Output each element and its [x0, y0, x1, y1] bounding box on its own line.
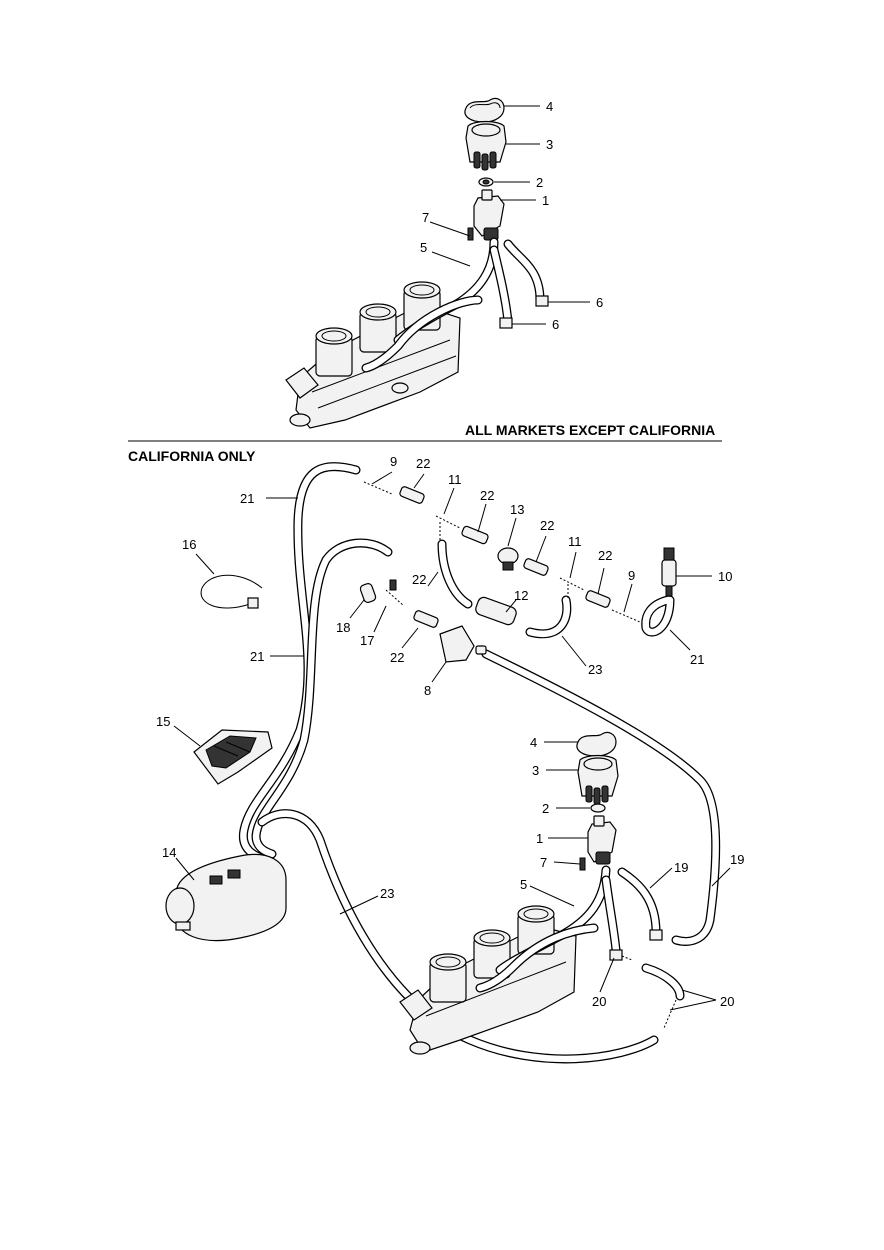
callout-2b: 2: [542, 801, 549, 816]
top-leaders: [429, 105, 590, 325]
callout-22b: 22: [480, 488, 494, 503]
callout-7b: 7: [540, 855, 547, 870]
top-throttle-body: [285, 281, 461, 429]
callout-5b: 5: [520, 877, 527, 892]
callout-21b: 21: [250, 649, 264, 664]
callout-3b: 3: [532, 763, 539, 778]
top-callout-4: 4: [546, 99, 553, 114]
callout-20b: 20: [720, 994, 734, 1009]
top-assembly: [285, 97, 590, 429]
callout-21c: 21: [690, 652, 704, 667]
top-valve-stack: [464, 97, 507, 241]
callout-23b: 23: [380, 886, 394, 901]
callout-9b: 9: [628, 568, 635, 583]
callout-10: 10: [718, 569, 732, 584]
callout-22f: 22: [390, 650, 404, 665]
bottom-filter-10: [661, 547, 677, 597]
callout-21a: 21: [240, 491, 254, 506]
callout-23a: 23: [588, 662, 602, 677]
top-callout-7: 7: [422, 210, 429, 225]
callout-22c: 22: [540, 518, 554, 533]
label-all-markets: ALL MARKETS EXCEPT CALIFORNIA: [465, 422, 716, 438]
callout-22a: 22: [416, 456, 430, 471]
bottom-tb-hoses: [475, 865, 685, 1029]
bottom-inline-fittings: [363, 481, 641, 623]
callout-19a: 19: [674, 860, 688, 875]
top-callout-6a: 6: [596, 295, 603, 310]
bottom-assembly: [165, 462, 731, 1064]
callout-9a: 9: [390, 454, 397, 469]
callout-15: 15: [156, 714, 170, 729]
bottom-canister-14: [165, 853, 287, 942]
top-callout-2: 2: [536, 175, 543, 190]
bottom-bracket-15: [193, 729, 273, 785]
bottom-throttle-body: [399, 905, 577, 1055]
callout-17: 17: [360, 633, 374, 648]
top-hoses: [361, 237, 549, 373]
callout-12: 12: [514, 588, 528, 603]
callout-1b: 1: [536, 831, 543, 846]
callout-11b: 11: [568, 534, 582, 549]
top-callout-6b: 6: [552, 317, 559, 332]
bottom-leaders: [173, 471, 731, 1011]
callout-4b: 4: [530, 735, 537, 750]
label-california-only: CALIFORNIA ONLY: [128, 448, 256, 464]
top-callout-5: 5: [420, 240, 427, 255]
callout-18: 18: [336, 620, 350, 635]
callout-20a: 20: [592, 994, 606, 1009]
top-callout-1: 1: [542, 193, 549, 208]
bottom-clamp-16: [200, 574, 263, 609]
bottom-canister-12: [475, 596, 517, 626]
bottom-valve-stack: [576, 731, 619, 871]
callout-22e: 22: [412, 572, 426, 587]
callout-16: 16: [182, 537, 196, 552]
callout-19b: 19: [730, 852, 744, 867]
bottom-valve-8: [439, 625, 487, 663]
callout-14: 14: [162, 845, 176, 860]
bottom-long-hoses: [238, 462, 721, 1064]
top-callout-3: 3: [546, 137, 553, 152]
callout-8: 8: [424, 683, 431, 698]
callout-13: 13: [510, 502, 524, 517]
callout-22d: 22: [598, 548, 612, 563]
bottom-small-parts: [359, 579, 439, 628]
callout-11a: 11: [448, 472, 462, 487]
